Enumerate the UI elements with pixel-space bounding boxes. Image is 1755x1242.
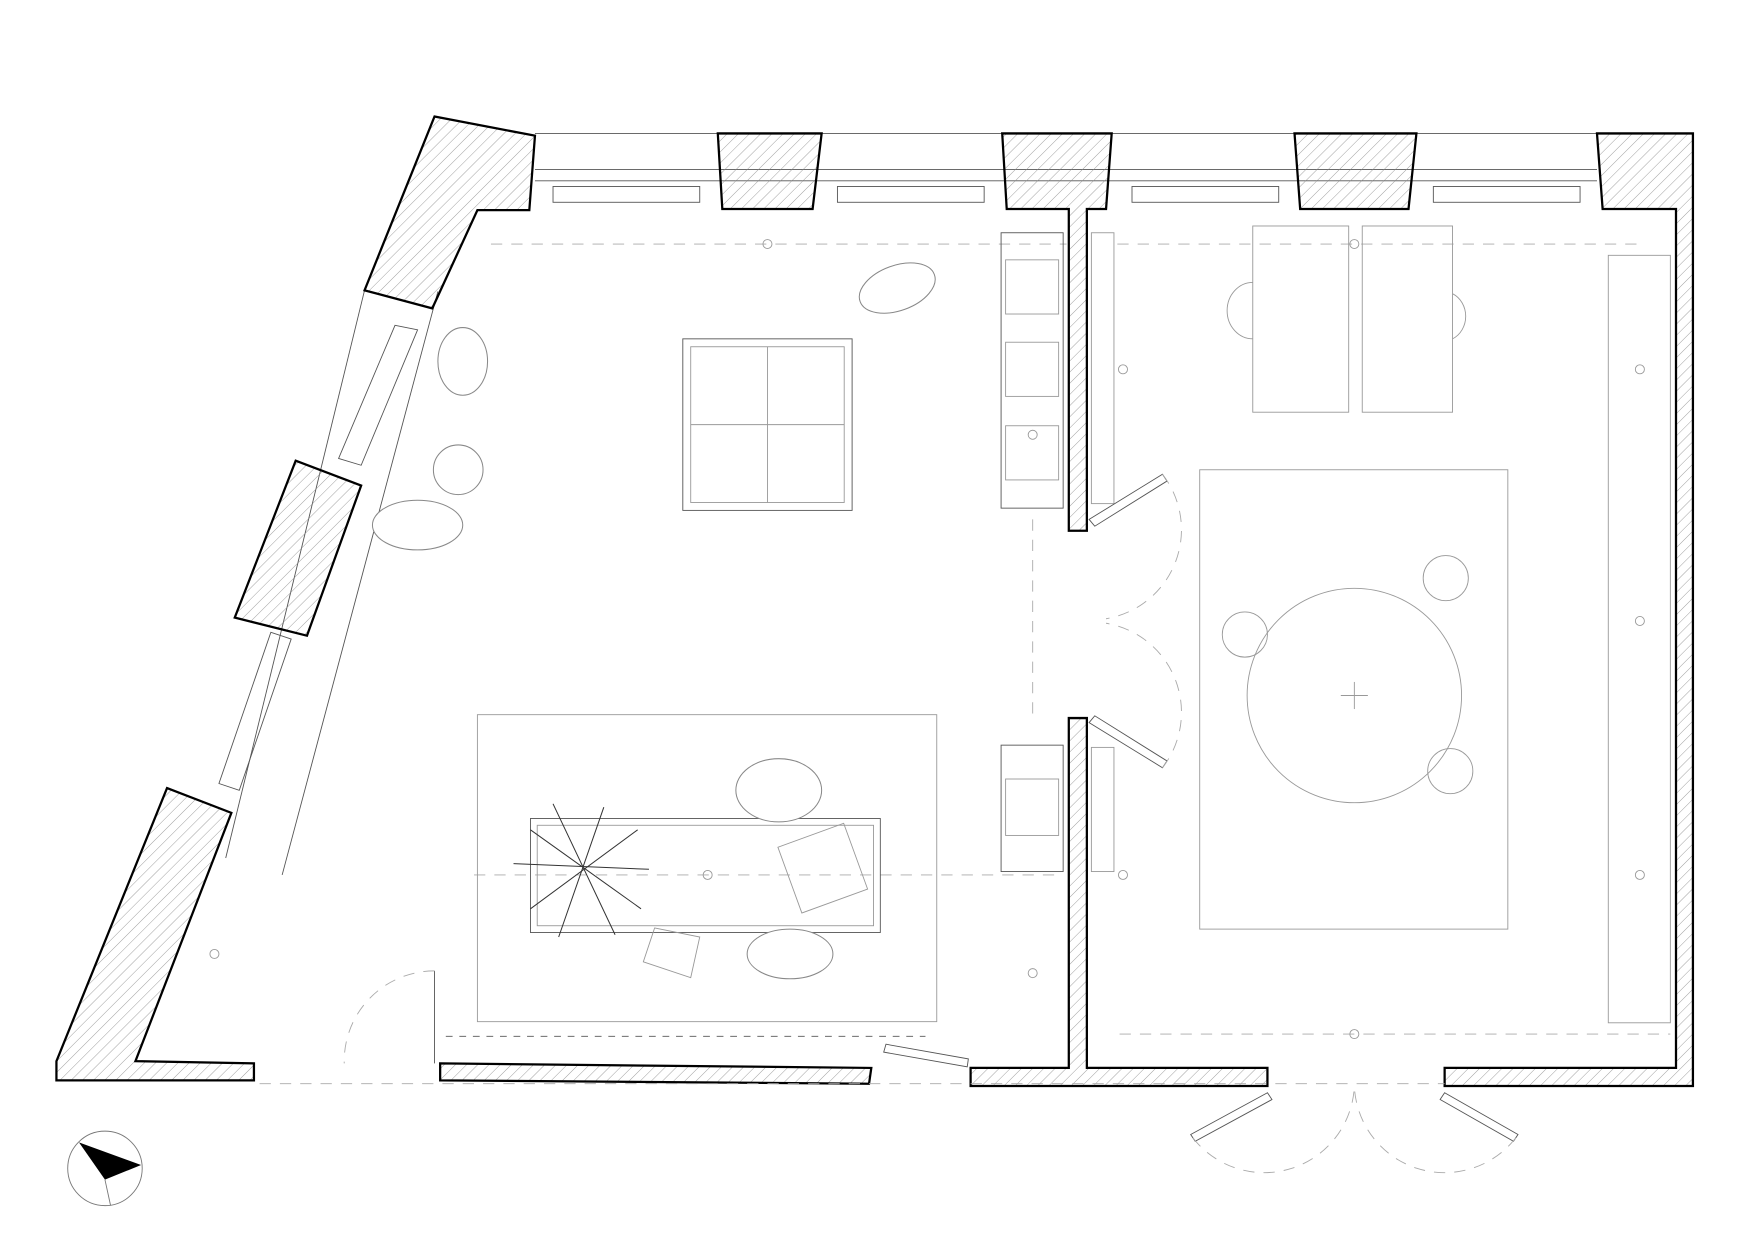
cabinet-lower: [1000, 744, 1064, 873]
light-fixtures: [209, 239, 1645, 1040]
bench-right: [1607, 254, 1671, 1024]
walls: [55, 115, 1695, 1088]
cabinet-upper: [1000, 232, 1064, 509]
long-table: [513, 803, 881, 979]
doors: [343, 473, 1519, 1174]
work-tables: [1226, 225, 1467, 413]
people: [371, 262, 936, 980]
display-table-square: [682, 338, 853, 511]
grid-lines: [259, 243, 1671, 1085]
rug-right: [1199, 469, 1509, 930]
rug-left: [476, 714, 938, 1023]
north-arrow-icon: [67, 1130, 143, 1207]
round-table: [1221, 555, 1474, 804]
